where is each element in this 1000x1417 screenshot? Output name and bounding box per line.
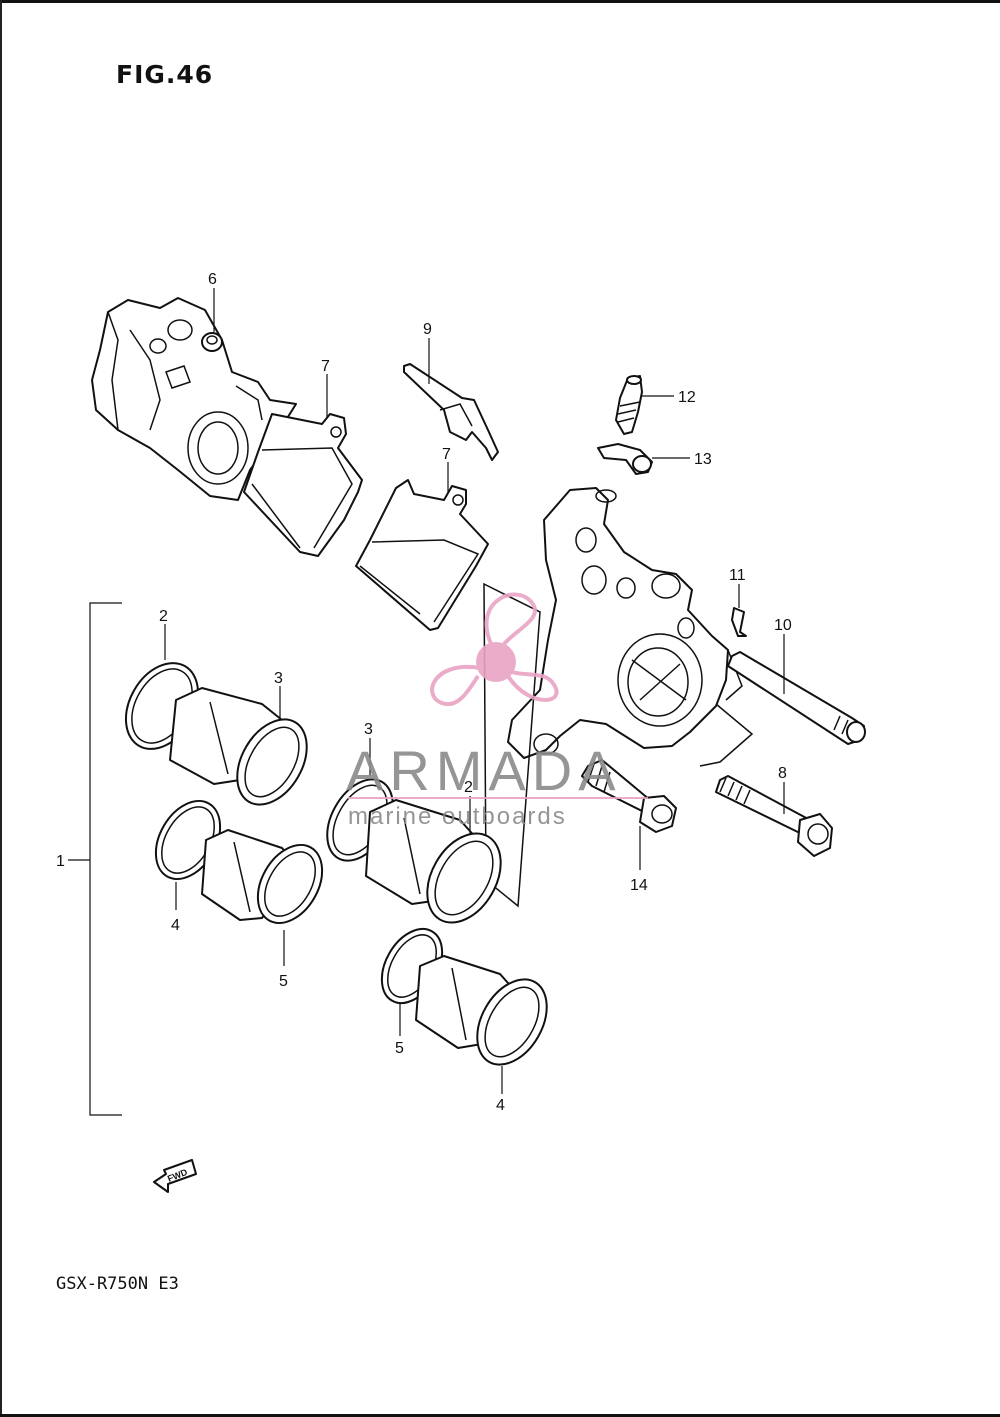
callout-5-left: 5 bbox=[279, 973, 288, 990]
leader-lines bbox=[164, 288, 785, 1094]
watermark-tagline: marine outboards bbox=[348, 803, 567, 830]
callout-labels: 1 2 3 4 5 2 3 4 5 6 7 7 8 9 10 11 12 13 … bbox=[56, 271, 792, 1114]
top-border bbox=[0, 0, 1000, 3]
propeller-logo-icon bbox=[430, 592, 559, 707]
callout-11: 11 bbox=[729, 567, 746, 584]
callout-7-lower: 7 bbox=[442, 446, 451, 463]
callout-12: 12 bbox=[678, 389, 696, 406]
callout-8: 8 bbox=[778, 765, 787, 782]
callout-7-upper: 7 bbox=[321, 358, 330, 375]
piston-upper-left bbox=[169, 687, 308, 806]
mounting-bolt-8 bbox=[715, 775, 833, 857]
left-border bbox=[0, 0, 2, 1417]
callout-6: 6 bbox=[208, 271, 217, 288]
callout-4-bottom: 4 bbox=[496, 1097, 505, 1114]
callout-3-middle: 3 bbox=[364, 721, 373, 738]
callout-3-left: 3 bbox=[274, 670, 283, 687]
pad-pin-clip bbox=[731, 607, 747, 637]
forward-arrow-icon: FWD bbox=[153, 1159, 197, 1193]
figure-title: FIG.46 bbox=[116, 60, 214, 89]
reference-plane bbox=[483, 582, 541, 908]
callout-13: 13 bbox=[694, 451, 712, 468]
callout-14: 14 bbox=[630, 877, 648, 894]
callout-9: 9 bbox=[423, 321, 432, 338]
callout-4-left: 4 bbox=[171, 917, 180, 934]
piston-middle bbox=[365, 799, 502, 924]
piston-bottom bbox=[415, 955, 548, 1066]
caliper-body-right bbox=[507, 487, 754, 767]
kit-bracket bbox=[89, 602, 122, 1116]
pad-pin-10 bbox=[727, 651, 866, 745]
callout-1: 1 bbox=[56, 853, 65, 870]
bleeder-screw bbox=[615, 375, 643, 435]
callout-5-bottom: 5 bbox=[395, 1040, 404, 1057]
piston-lower-left bbox=[201, 829, 324, 924]
brake-pad-b bbox=[355, 479, 489, 631]
armada-watermark: ARMADA marine outboards bbox=[346, 592, 648, 830]
pad-spring bbox=[403, 363, 499, 461]
model-code: GSX-R750N E3 bbox=[56, 1274, 179, 1294]
bottom-border bbox=[0, 1414, 1000, 1417]
callout-2-left: 2 bbox=[159, 608, 168, 625]
watermark-brand: ARMADA bbox=[346, 739, 622, 802]
bleeder-cap-boot bbox=[597, 443, 653, 475]
callout-10: 10 bbox=[774, 617, 792, 634]
brake-pad-a bbox=[243, 413, 363, 557]
callout-2-middle: 2 bbox=[464, 779, 473, 796]
bleeder-cap bbox=[201, 332, 223, 352]
